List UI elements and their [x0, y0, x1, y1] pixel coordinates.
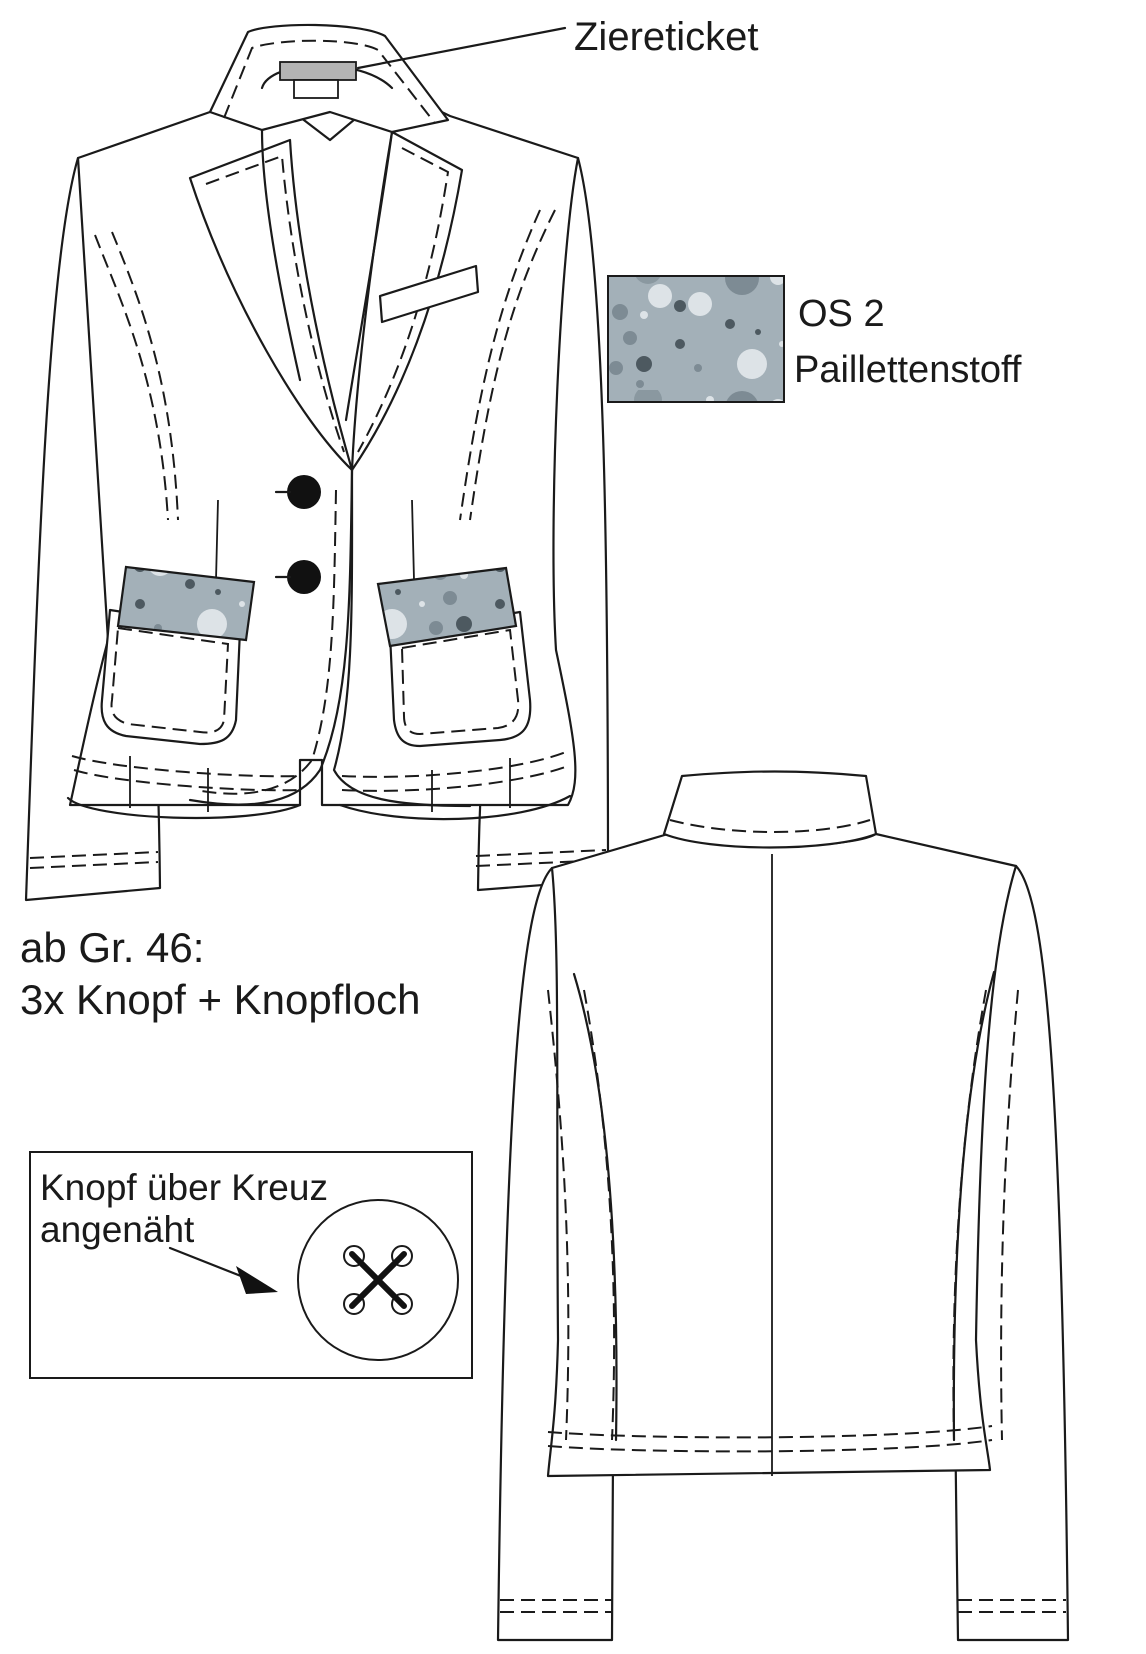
decorative-label-tag: [279, 61, 357, 81]
back-collar: [662, 770, 878, 849]
back-body: [546, 832, 1018, 1478]
button-cross-stitch-icon: [343, 1245, 413, 1315]
front-left-pocket: [100, 608, 242, 746]
size-note-line2: 3x Knopf + Knopfloch: [20, 976, 420, 1023]
chest-welt-pocket: [378, 264, 480, 324]
right-pocket-flap-sequin: [376, 566, 518, 648]
fabric-code-text: OS 2: [798, 293, 885, 335]
button-box-line2: angenäht: [40, 1209, 195, 1250]
front-button-top: [287, 475, 321, 509]
jacket-front-view: [24, 23, 610, 902]
label-tag-text: Ziereticket: [574, 15, 759, 59]
left-pocket-flap-sequin: [116, 565, 256, 642]
jacket-back-view: [496, 770, 1070, 1642]
button-box-line1: Knopf über Kreuz: [40, 1167, 328, 1208]
size-note-line1: ab Gr. 46:: [20, 924, 204, 971]
button-detail-box: [29, 1151, 473, 1379]
front-right-pocket: [388, 610, 532, 748]
front-button-bottom: [287, 560, 321, 594]
label-tag-leader: [356, 26, 567, 70]
fabric-swatch-os2: [607, 275, 785, 403]
fabric-name-text: Paillettenstoff: [794, 349, 1022, 391]
button-arrow-head: [236, 1266, 278, 1294]
